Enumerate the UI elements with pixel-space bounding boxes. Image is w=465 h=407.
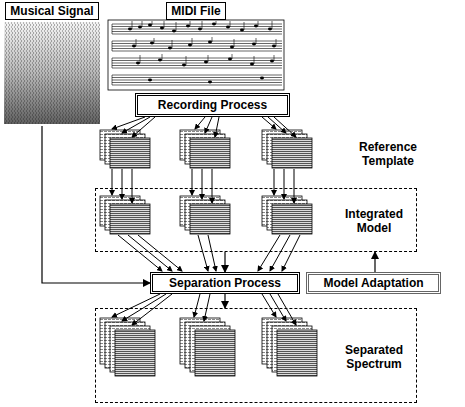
stage-label: Reference Template xyxy=(350,140,426,168)
connector-arrow xyxy=(374,252,375,272)
model-group: Integrated Model xyxy=(95,188,417,252)
midi-source: MIDI File xyxy=(107,2,285,92)
node-label: Separated Spectrum xyxy=(336,343,412,371)
process-box: Separation Process xyxy=(150,272,300,294)
adaptation-box: Model Adaptation xyxy=(306,272,441,294)
process-box: Recording Process xyxy=(135,93,290,117)
node-label: Integrated Model xyxy=(336,207,412,235)
spectrum-group: Separated Spectrum xyxy=(95,308,417,403)
node-label: Separation Process xyxy=(169,276,281,290)
connector-arrow xyxy=(42,126,150,283)
node-label: Recording Process xyxy=(158,98,267,112)
node-label: Musical Signal xyxy=(5,2,98,20)
connector-arrow xyxy=(224,294,225,308)
node-label: MIDI File xyxy=(166,2,225,20)
signal-source: Musical Signal xyxy=(2,2,102,126)
connector-arrow xyxy=(224,252,225,272)
node-label: Model Adaptation xyxy=(323,276,423,290)
